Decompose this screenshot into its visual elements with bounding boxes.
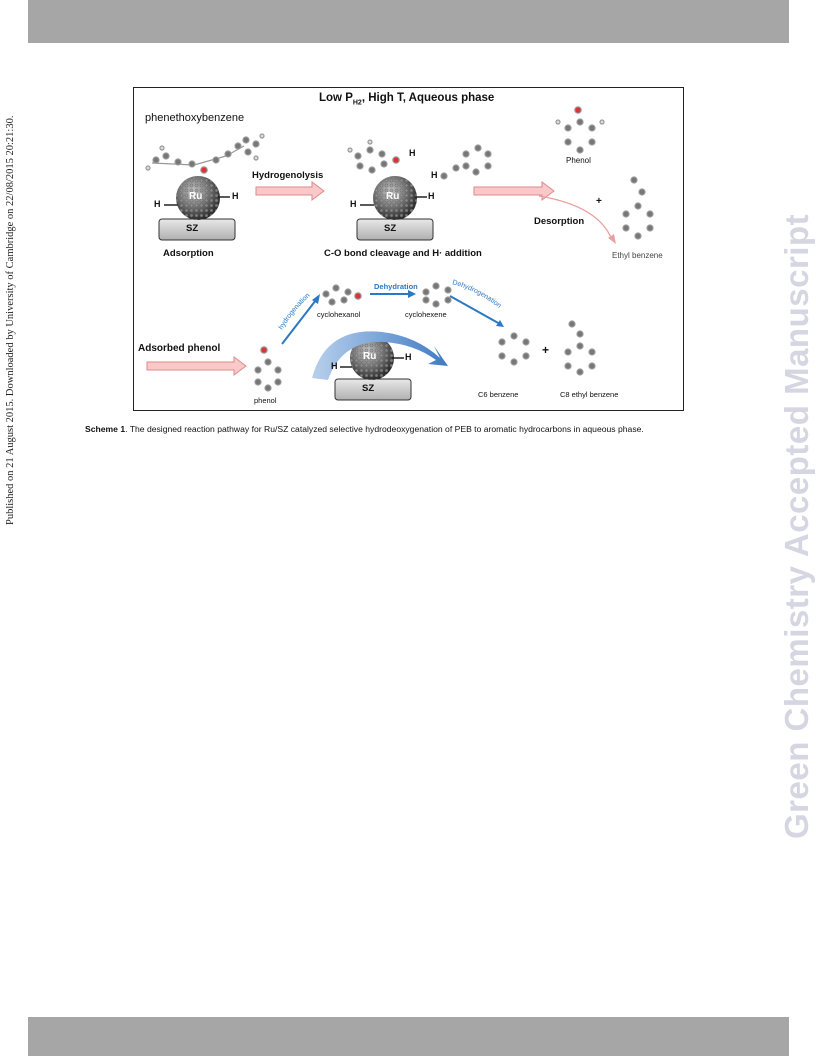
molecule-cyclohexene <box>422 282 452 308</box>
arrow-hydrogenolysis <box>255 181 325 201</box>
label-cleavage: C-O bond cleavage and H· addition <box>324 248 482 259</box>
molecule-cyclohexanol <box>322 284 362 306</box>
catalyst-adsorption <box>158 176 236 241</box>
h-label-3b: H <box>405 352 412 362</box>
label-phenol: Phenol <box>566 156 591 165</box>
h-label-1a: H <box>154 199 161 209</box>
reaction-scheme: Dehydrogenation hydrogenation Low PH2, H… <box>133 87 684 411</box>
label-hydrogenolysis: Hydrogenolysis <box>252 170 324 181</box>
arrow-adsorbed-phenol <box>146 356 247 376</box>
h-label-2a: H <box>350 199 357 209</box>
label-adsorbed-phenol: Adsorbed phenol <box>138 343 221 354</box>
scheme-graphics: Dehydrogenation hydrogenation <box>145 106 654 401</box>
h-label-1b: H <box>232 191 239 201</box>
ru-label-3: Ru <box>363 351 377 362</box>
desorption-curve <box>538 195 613 241</box>
caption-text: . The designed reaction pathway for Ru/S… <box>125 424 644 434</box>
label-reactant: phenethoxybenzene <box>145 112 245 124</box>
molecule-phenoxy <box>347 139 400 174</box>
label-cyclohexanol: cyclohexanol <box>317 310 361 319</box>
scheme-title: Low PH2, High T, Aqueous phase <box>319 92 495 107</box>
caption-label: Scheme 1 <box>85 424 126 434</box>
plus-sign-top: + <box>596 196 602 207</box>
scheme-caption: Scheme 1. The designed reaction pathway … <box>85 424 785 434</box>
blue-curve-arrow <box>312 331 448 380</box>
h-label-2b: H <box>428 191 435 201</box>
sz-label-2: SZ <box>384 223 397 234</box>
sz-label-3: SZ <box>362 383 375 394</box>
molecule-ethyl-fragment <box>440 144 492 180</box>
label-dehydrogenation: Dehydrogenation <box>451 279 502 310</box>
label-ethylbenzene: Ethyl benzene <box>612 251 663 260</box>
label-cyclohexene: cyclohexene <box>405 310 447 319</box>
molecule-phenol-product <box>555 106 605 154</box>
molecule-benzene <box>498 332 530 366</box>
label-adsorption: Adsorption <box>163 248 214 259</box>
molecule-phenol-start <box>254 346 282 392</box>
molecule-phenethoxybenzene <box>145 133 265 174</box>
catalyst-phenol <box>334 336 412 401</box>
arrow-desorption <box>473 181 555 201</box>
footer-band <box>28 1017 789 1056</box>
journal-watermark: Green Chemistry Accepted Manuscript <box>778 213 815 839</box>
h-label-2c: H <box>409 148 416 158</box>
blue-arrows <box>281 290 504 345</box>
label-dehydration: Dehydration <box>374 282 418 291</box>
publication-sidebar: Published on 21 August 2015. Downloaded … <box>5 115 16 525</box>
label-desorption: Desorption <box>534 216 585 227</box>
label-phenol-small: phenol <box>254 396 277 405</box>
plus-sign-bottom: + <box>542 343 550 357</box>
header-band <box>28 0 789 43</box>
label-c6-benzene: C6 benzene <box>478 390 519 399</box>
sz-label-1: SZ <box>186 223 199 234</box>
molecule-ethylbenzene-product <box>622 176 654 240</box>
h-label-2d: H <box>431 170 438 180</box>
molecule-ethylbenzene-c8 <box>564 320 596 376</box>
catalyst-cleavage <box>356 176 434 241</box>
label-c8-ethylbenzene: C8 ethyl benzene <box>560 390 619 399</box>
h-label-3a: H <box>331 361 338 371</box>
ru-label-1: Ru <box>189 191 203 202</box>
ru-label-2: Ru <box>386 191 400 202</box>
